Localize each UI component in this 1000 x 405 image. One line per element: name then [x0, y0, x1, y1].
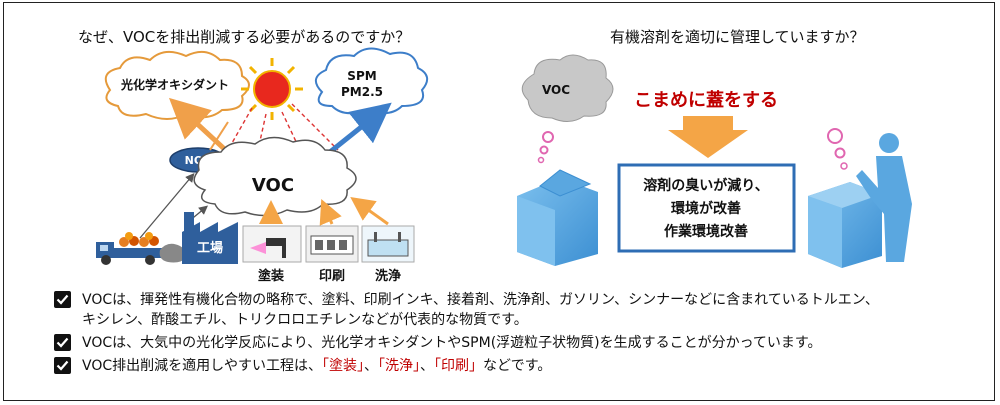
svg-text:VOC: VOC: [252, 175, 294, 196]
result-box: 溶剤の臭いが減り、 環境が改善 作業環境改善: [617, 163, 796, 253]
checkbox-icon: [54, 291, 71, 308]
sun-icon: [241, 58, 303, 120]
right-question: 有機溶剤を適切に管理していますか？: [610, 28, 865, 46]
checkbox-icon: [54, 334, 71, 351]
down-arrow-icon: [668, 116, 748, 158]
bullet-list: VOCは、揮発性有機化合物の略称で、塗料、印刷インキ、接着剤、洗浄剤、ガソリン、…: [54, 290, 984, 379]
svg-text:工場: 工場: [197, 240, 223, 256]
svg-text:SPM: SPM: [347, 69, 376, 83]
oxidant-cloud: 光化学オキシダント: [104, 50, 250, 120]
svg-text:塗装: 塗装: [258, 268, 284, 284]
voc-smoke-cloud: VOC: [521, 54, 614, 164]
lid-instruction: こまめに蓋をする: [634, 89, 778, 111]
oxidant-label: 光化学オキシダント: [120, 77, 229, 92]
svg-text:PM2.5: PM2.5: [341, 85, 383, 99]
worker-icon: [856, 133, 912, 262]
truck-icon: [96, 232, 187, 265]
svg-text:作業環境改善: 作業環境改善: [664, 223, 748, 240]
svg-text:環境が改善: 環境が改善: [671, 200, 741, 217]
printing-panel: 印刷: [305, 225, 359, 284]
svg-text:溶剤の臭いが減り、: 溶剤の臭いが減り、: [643, 177, 768, 194]
left-question: なぜ、VOCを排出削減する必要があるのですか？: [78, 28, 411, 46]
cleaning-panel: 洗浄: [361, 225, 415, 284]
factory-icon: 工場: [182, 212, 238, 264]
bullet-item: VOC排出削減を適用しやすい工程は、「塗装」、「洗浄」、「印刷」などです。: [54, 356, 984, 376]
bullet-item: VOCは、揮発性有機化合物の略称で、塗料、印刷インキ、接着剤、洗浄剤、ガソリン、…: [54, 290, 984, 330]
coating-panel: 塗装: [242, 225, 302, 284]
svg-text:洗浄: 洗浄: [375, 268, 401, 284]
open-container-icon: [517, 169, 598, 266]
svg-text:印刷: 印刷: [319, 269, 345, 284]
spm-cloud: SPM PM2.5: [315, 47, 429, 115]
svg-text:VOC: VOC: [542, 83, 570, 97]
closed-container-icon: [808, 128, 882, 268]
voc-cloud: VOC: [193, 136, 357, 217]
bullet-item: VOCは、大気中の光化学反応により、光化学オキシダントやSPM(浮遊粒子状物質)…: [54, 333, 984, 353]
checkbox-icon: [54, 357, 71, 374]
